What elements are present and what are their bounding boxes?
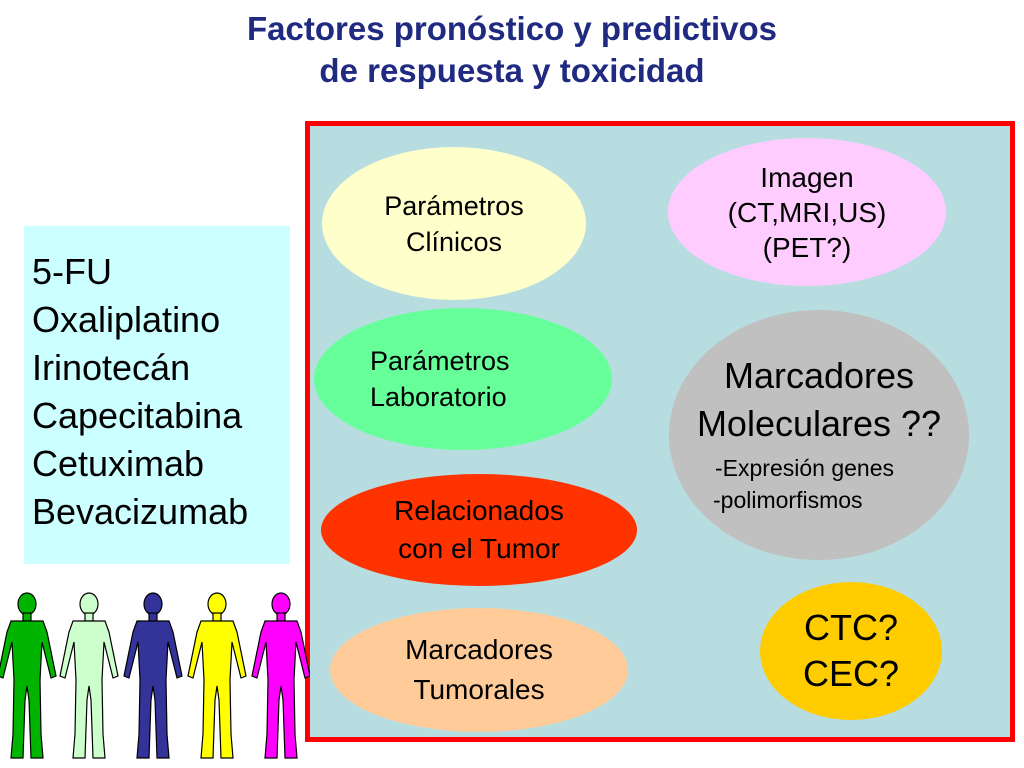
human-figure-icon <box>0 592 57 759</box>
title-line-1: Factores pronóstico y predictivos <box>247 10 777 47</box>
oval-line: (PET?) <box>762 231 852 263</box>
oval-line: CEC? <box>802 653 900 694</box>
drug-item: Cetuximab <box>32 443 205 484</box>
drug-item: Capecitabina <box>32 395 243 436</box>
oval-subline: -polimorfismos <box>713 487 863 513</box>
oval-line: Marcadores <box>405 634 553 665</box>
oval-marcadores-tumorales: Marcadores Tumorales <box>330 608 628 732</box>
oval-subline: -Expresión genes <box>715 455 894 481</box>
page-title: Factores pronóstico y predictivos de res… <box>0 8 1024 92</box>
oval-parametros-clinicos: Parámetros Clínicos <box>322 147 586 300</box>
human-figure-icon <box>187 592 247 759</box>
drug-list-box: 5-FU Oxaliplatino Irinotecán Capecitabin… <box>24 226 290 564</box>
oval-line: Clínicos <box>405 226 503 257</box>
title-line-2: de respuesta y toxicidad <box>319 52 705 89</box>
drug-item: Oxaliplatino <box>32 299 221 340</box>
oval-marcadores-moleculares: Marcadores Moleculares ?? -Expresión gen… <box>669 310 969 560</box>
human-figure-icon <box>59 592 119 759</box>
oval-line: Marcadores <box>723 355 915 396</box>
human-figure-icon <box>251 592 310 759</box>
drug-item: Bevacizumab <box>32 491 249 532</box>
oval-parametros-laboratorio: Parámetros Laboratorio <box>314 308 612 450</box>
oval-line: Parámetros <box>384 190 524 221</box>
drug-item: 5-FU <box>32 251 112 292</box>
oval-line: Imagen <box>760 161 854 193</box>
oval-line: con el Tumor <box>398 533 560 564</box>
oval-imagen: Imagen (CT,MRI,US) (PET?) <box>668 138 946 286</box>
oval-line: Tumorales <box>413 674 545 705</box>
drug-item: Irinotecán <box>32 347 191 388</box>
oval-ctc-cec: CTC? CEC? <box>760 582 942 720</box>
human-figures <box>0 592 310 759</box>
oval-line: (CT,MRI,US) <box>727 196 887 228</box>
oval-line: CTC? <box>803 607 898 648</box>
oval-line: Moleculares ?? <box>696 403 942 444</box>
oval-line: Relacionados <box>394 495 564 526</box>
oval-line: Laboratorio <box>370 382 507 412</box>
human-figure-icon <box>123 592 183 759</box>
oval-relacionados-tumor: Relacionados con el Tumor <box>321 474 637 586</box>
oval-line: Parámetros <box>370 346 510 376</box>
